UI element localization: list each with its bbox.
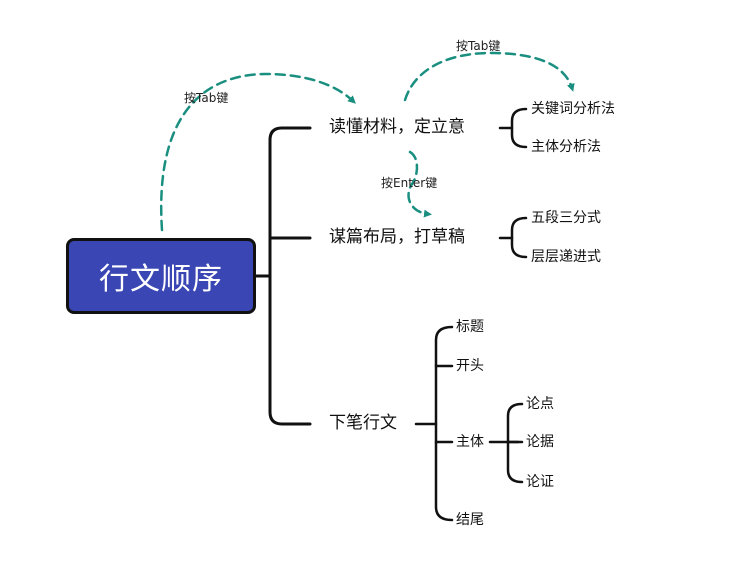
node-title[interactable]: 标题 [456, 319, 484, 335]
node-subject-analysis[interactable]: 主体分析法 [531, 139, 601, 155]
branch2-connectors [498, 216, 528, 259]
node-reasoning[interactable]: 论证 [526, 474, 554, 490]
node-opening[interactable]: 开头 [456, 358, 484, 374]
hint-tab-left: 按Tab键 [184, 91, 229, 105]
node-keyword-analysis[interactable]: 关键词分析法 [531, 101, 615, 117]
branch3-connectors [414, 325, 454, 522]
node-five-paragraph[interactable]: 五段三分式 [531, 210, 601, 226]
branch-plan-draft[interactable]: 谋篇布局，打草稿 [329, 227, 465, 247]
node-argument[interactable]: 论点 [526, 396, 554, 412]
root-node[interactable]: 行文顺序 [66, 238, 256, 314]
hint-tab-right: 按Tab键 [456, 39, 501, 53]
node-body[interactable]: 主体 [456, 434, 484, 450]
tab-arrow-left [159, 72, 356, 232]
enter-arrow [407, 150, 432, 218]
hint-enter: 按Enter键 [381, 176, 438, 190]
branch-write[interactable]: 下笔行文 [329, 413, 397, 433]
subbranch-connectors [488, 402, 524, 484]
tab-arrow-right [403, 51, 575, 102]
node-evidence[interactable]: 论据 [526, 434, 554, 450]
root-label: 行文顺序 [99, 262, 223, 297]
node-progressive[interactable]: 层层递进式 [531, 249, 601, 265]
branch1-connectors [498, 107, 528, 149]
root-connectors [254, 126, 312, 426]
node-ending[interactable]: 结尾 [456, 512, 484, 528]
branch-read-material[interactable]: 读懂材料，定立意 [329, 117, 465, 137]
